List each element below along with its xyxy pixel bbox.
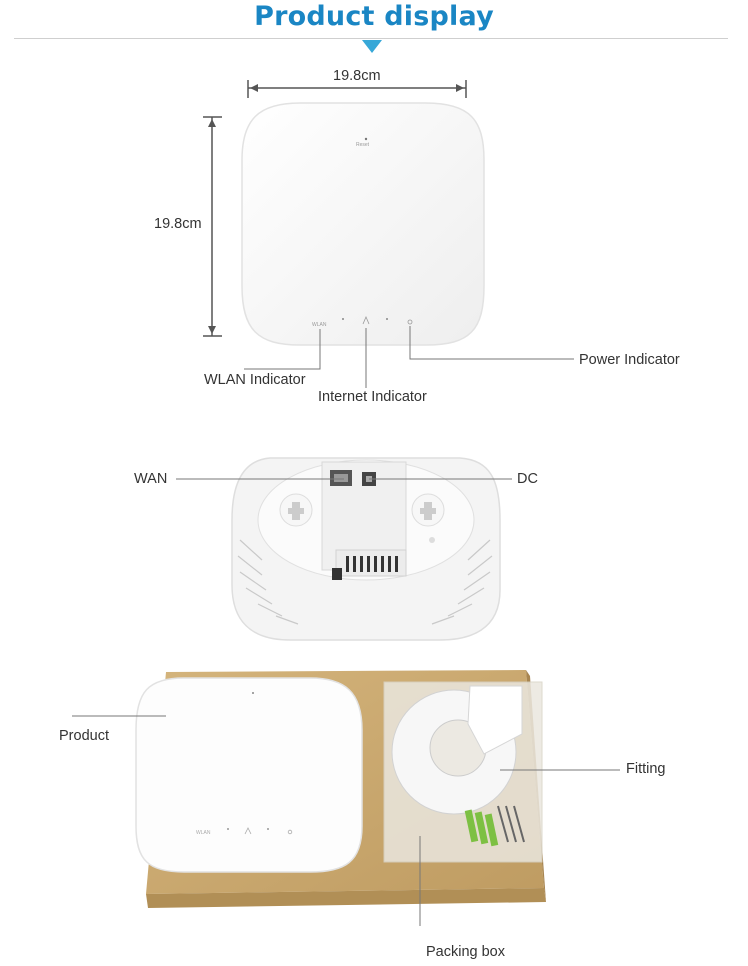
indicator-callout-lines <box>244 326 574 388</box>
packing-box-illustration <box>135 670 546 908</box>
title-pointer-triangle <box>362 40 382 53</box>
wlan-indicator-label: WLAN Indicator <box>204 372 306 388</box>
fitting-label: Fitting <box>626 761 666 777</box>
dc-port-label: DC <box>517 471 538 487</box>
reset-mark-label: Reset <box>356 142 370 148</box>
box-callout-lines <box>72 715 620 926</box>
title-divider <box>14 38 728 39</box>
wlan-mark-label: WLAN <box>312 322 327 328</box>
product-label: Product <box>59 728 109 744</box>
power-indicator-label: Power Indicator <box>579 352 680 368</box>
height-dimension-arrow <box>203 116 222 337</box>
box-product-wlan-mark: WLAN <box>196 830 211 836</box>
height-dimension-label: 19.8cm <box>154 216 202 232</box>
access-point-bottom-view <box>231 457 501 641</box>
width-dimension-arrow <box>247 80 467 98</box>
packing-box-label: Packing box <box>426 944 505 960</box>
page-title: Product display <box>254 1 494 32</box>
wan-port-label: WAN <box>134 471 168 487</box>
internet-indicator-label: Internet Indicator <box>318 389 427 405</box>
width-dimension-label: 19.8cm <box>333 68 381 84</box>
access-point-top-view <box>241 102 485 346</box>
